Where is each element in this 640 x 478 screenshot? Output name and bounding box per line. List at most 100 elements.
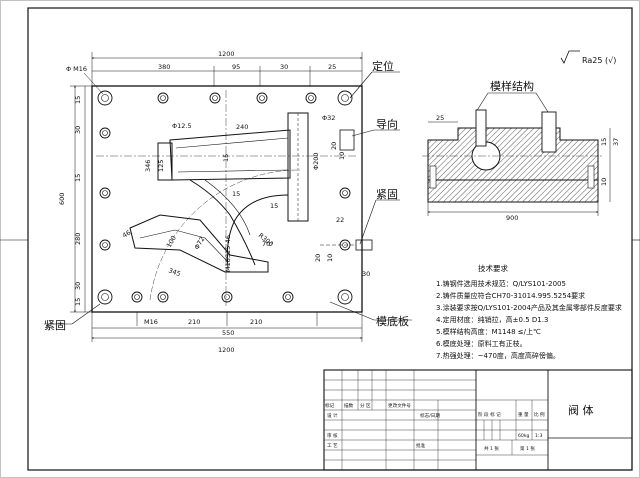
dim-m18: M18S15-46 bbox=[224, 235, 232, 272]
dim-phi200: Φ200 bbox=[312, 152, 320, 170]
dim-30-b: 30 bbox=[74, 282, 82, 290]
tb-header-doc: 更改文件号 bbox=[388, 402, 411, 409]
dim-240: 240 bbox=[236, 123, 248, 131]
arc-r300 bbox=[149, 169, 301, 301]
bolt-hole bbox=[157, 291, 169, 303]
bolt-hole-inner bbox=[342, 190, 348, 196]
dim-20-b: 20 bbox=[314, 254, 322, 262]
bolt-hole-inner bbox=[308, 95, 314, 101]
dim-m16-top: Φ M16 bbox=[66, 65, 87, 73]
section-title: 模样结构 bbox=[490, 79, 534, 93]
bolt-hole bbox=[209, 92, 221, 104]
callout-clamp-right: 紧固 bbox=[376, 188, 398, 201]
title-block bbox=[323, 369, 633, 471]
dim-600: 600 bbox=[58, 193, 66, 205]
bolt-hole-inner bbox=[259, 95, 265, 101]
tb-scale-h: 比 例 bbox=[534, 411, 545, 418]
dim-210-a: 210 bbox=[188, 318, 200, 326]
roughness-text: Ra25 (√) bbox=[582, 56, 616, 65]
callout-guide: 导向 bbox=[376, 117, 398, 131]
technical-requirements: 技术要求 1.铸钢件选用技术规范：Q/LYS101-2005 2.铸件质量应符合… bbox=[436, 263, 622, 360]
valve-body-pattern bbox=[129, 112, 309, 273]
dim-125: 125 bbox=[157, 160, 165, 172]
dim-100: 100 bbox=[165, 234, 178, 249]
dim-15-c: 15 bbox=[74, 298, 82, 306]
tb-header-count: 描数 bbox=[344, 402, 354, 409]
dim-30: 30 bbox=[280, 63, 288, 71]
roughness-symbol: Ra25 (√) bbox=[560, 50, 616, 65]
bolt-hole-inner bbox=[101, 293, 109, 301]
dim-15-a: 15 bbox=[74, 96, 82, 104]
bolt-hole-inner bbox=[134, 294, 140, 300]
section-dim-10: 10 bbox=[600, 178, 608, 186]
callouts bbox=[44, 71, 412, 325]
dim-25: 25 bbox=[328, 63, 336, 71]
bolt-hole-inner bbox=[160, 294, 166, 300]
bolt-hole-inner bbox=[212, 95, 218, 101]
dim-15-mid: 15 bbox=[222, 154, 230, 162]
requirement-6: 6.模底处理：原料工有正枝。 bbox=[436, 339, 527, 348]
requirement-4: 4.定用材度：纯销拉，高±0.5 D1.3 bbox=[436, 315, 548, 324]
bolt-hole bbox=[99, 239, 111, 251]
tb-header-zone: 分 区 bbox=[360, 402, 371, 409]
section-dim-25: 25 bbox=[436, 114, 444, 122]
dim-345: 345 bbox=[167, 266, 181, 278]
bolt-hole bbox=[337, 90, 353, 106]
tb-part-name: 阀 体 bbox=[568, 403, 594, 417]
tb-header-std: 标志/日期 bbox=[420, 412, 440, 419]
dim-angle-70: 70° bbox=[262, 240, 274, 248]
tb-scale: 1:3 bbox=[535, 433, 542, 439]
dim-380: 380 bbox=[158, 63, 170, 71]
dim-22: 22 bbox=[336, 216, 344, 224]
bolt-hole bbox=[97, 289, 113, 305]
bolt-hole bbox=[131, 291, 143, 303]
dim-210-b: 210 bbox=[250, 318, 262, 326]
dim-10-b: 10 bbox=[326, 254, 334, 262]
section-view: 模样结构 900 25 15 37 10 bbox=[422, 79, 620, 222]
dim-10-a: 10 bbox=[338, 152, 346, 160]
dim-30-right: 30 bbox=[362, 270, 370, 278]
bolt-hole-inner bbox=[285, 294, 291, 300]
dim-46: 46 bbox=[121, 229, 132, 240]
bolt-hole-inner bbox=[341, 94, 349, 102]
section-dim-900: 900 bbox=[506, 214, 518, 222]
bolt-hole-inner bbox=[102, 190, 108, 196]
bolt-hole-inner bbox=[341, 293, 349, 301]
section-dim-37: 37 bbox=[612, 138, 620, 146]
tb-weight: 60kg bbox=[518, 433, 530, 439]
clamp-pin bbox=[355, 239, 373, 251]
dim-550: 550 bbox=[222, 329, 234, 337]
bolt-hole-inner bbox=[102, 242, 108, 248]
tb-sheets: 共 1 张 bbox=[484, 445, 499, 452]
requirement-3: 3.涂装要求按Q/LYS101-2004产品及其金属零部件反度要求 bbox=[436, 303, 622, 312]
tb-weight-h: 重 量 bbox=[518, 411, 529, 418]
dim-phi32: Φ32 bbox=[322, 114, 335, 122]
dim-m16-bottom: M16 bbox=[144, 318, 158, 326]
tb-row-review: 审 核 bbox=[327, 432, 338, 439]
bolt-hole-inner bbox=[224, 294, 230, 300]
plan-view: 1200 380 95 30 25 Φ M16 1200 550 210 210… bbox=[58, 50, 373, 354]
bolt-hole bbox=[305, 92, 317, 104]
bolt-hole bbox=[339, 187, 351, 199]
bolt-hole bbox=[221, 291, 233, 303]
tb-row-design: 设 计 bbox=[327, 412, 338, 419]
dim-346: 346 bbox=[144, 160, 152, 172]
tb-stage: 阶 段 标 记 bbox=[478, 411, 501, 418]
requirement-2: 2.铸件质量应符合CH70-31014.995.5254要求 bbox=[436, 291, 585, 300]
requirement-5: 5.模样结构高度：M1148 ≤/上℃ bbox=[436, 327, 541, 336]
callout-positioning: 定位 bbox=[372, 59, 394, 73]
tb-row-craft: 工 艺 bbox=[327, 443, 338, 449]
bolt-hole bbox=[97, 90, 113, 106]
dim-top-width: 1200 bbox=[218, 50, 235, 58]
dim-15-elbow: 15 bbox=[232, 190, 240, 198]
bolt-hole bbox=[99, 187, 111, 199]
bolt-hole-inner bbox=[102, 130, 108, 136]
bolt-hole bbox=[337, 289, 353, 305]
callout-base-plate: 模底板 bbox=[376, 314, 409, 328]
tb-header-mark: 标记 bbox=[325, 402, 335, 409]
callout-clamp-left: 紧固 bbox=[44, 319, 66, 332]
bolt-hole-inner bbox=[101, 94, 109, 102]
dim-bottom-width: 1200 bbox=[218, 346, 235, 354]
